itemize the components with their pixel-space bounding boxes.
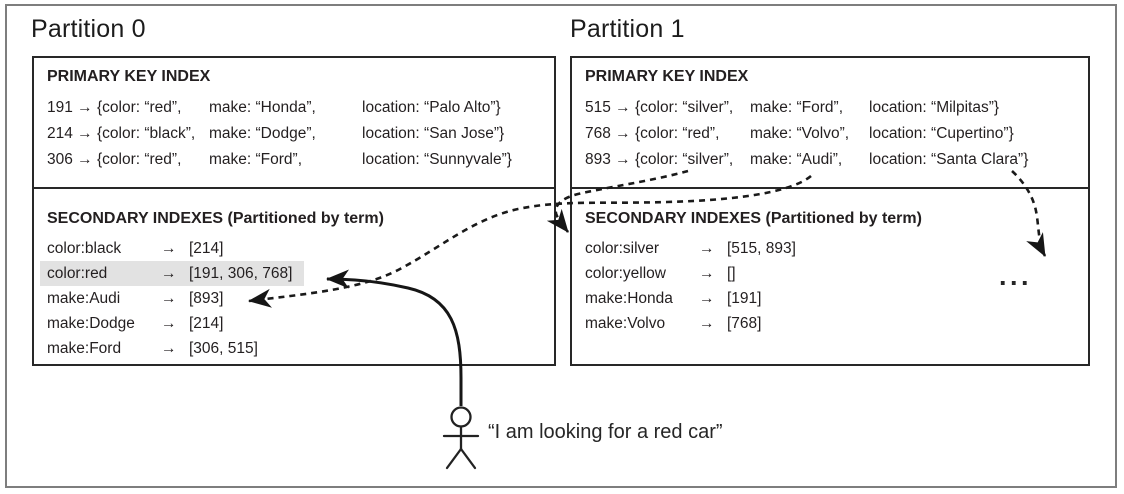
posting-list: [306, 515] bbox=[189, 340, 258, 357]
primary-key-index-header: PRIMARY KEY INDEX bbox=[47, 68, 211, 85]
secondary-indexes-header: SECONDARY INDEXES (Partitioned by term) bbox=[47, 210, 384, 227]
row-location: location: “Palo Alto”} bbox=[362, 99, 501, 116]
partition-0-primary-section: PRIMARY KEY INDEX 191 → {color: “red”, m… bbox=[34, 58, 554, 189]
row-key-color: 214 → {color: “black”, bbox=[47, 125, 196, 142]
primary-rows: 191 → {color: “red”, make: “Honda”, loca… bbox=[47, 95, 554, 173]
primary-row: 191 → {color: “red”, make: “Honda”, loca… bbox=[47, 95, 554, 121]
secondary-row-highlighted: color:red → [191, 306, 768] bbox=[40, 261, 305, 286]
row-make: make: “Dodge”, bbox=[209, 125, 316, 142]
secondary-row: make:Dodge → [214] bbox=[47, 311, 223, 336]
secondary-row: make:Audi → [893] bbox=[47, 286, 223, 311]
index-term: color:red bbox=[47, 265, 108, 282]
partition-1-box: PRIMARY KEY INDEX 515 → {color: “silver”… bbox=[570, 56, 1090, 366]
posting-list: [] bbox=[727, 265, 736, 282]
primary-row: 214 → {color: “black”, make: “Dodge”, lo… bbox=[47, 121, 554, 147]
index-term: color:silver bbox=[585, 240, 660, 257]
maps-to-arrow: → bbox=[161, 290, 177, 307]
index-term: color:yellow bbox=[585, 265, 666, 282]
posting-list: [191, 306, 768] bbox=[189, 265, 293, 282]
maps-to-arrow: → bbox=[161, 315, 177, 332]
secondary-row: color:silver → [515, 893] bbox=[585, 236, 796, 261]
partition-0-box: PRIMARY KEY INDEX 191 → {color: “red”, m… bbox=[32, 56, 556, 366]
index-term: make:Ford bbox=[47, 340, 122, 357]
row-location: location: “San Jose”} bbox=[362, 125, 505, 142]
partition-1-primary-section: PRIMARY KEY INDEX 515 → {color: “silver”… bbox=[572, 58, 1088, 189]
row-make: make: “Volvo”, bbox=[750, 125, 850, 142]
maps-to-arrow: → bbox=[161, 265, 177, 282]
index-term: make:Honda bbox=[585, 290, 673, 307]
maps-to-arrow: → bbox=[699, 240, 715, 257]
maps-to-arrow: → bbox=[699, 265, 715, 282]
posting-list: [214] bbox=[189, 315, 224, 332]
posting-list: [893] bbox=[189, 290, 224, 307]
row-location: location: “Santa Clara”} bbox=[869, 151, 1029, 168]
maps-to-arrow: → bbox=[699, 290, 715, 307]
row-location: location: “Milpitas”} bbox=[869, 99, 1000, 116]
secondary-row: color:yellow → [] bbox=[585, 261, 736, 286]
maps-to-arrow: → bbox=[161, 340, 177, 357]
row-key-color: 768 → {color: “red”, bbox=[585, 125, 720, 142]
secondary-row: make:Honda → [191] bbox=[585, 286, 761, 311]
partition-1-title: Partition 1 bbox=[570, 15, 685, 43]
posting-list: [768] bbox=[727, 315, 762, 332]
maps-to-arrow: → bbox=[161, 240, 177, 257]
primary-row: 768 → {color: “red”, make: “Volvo”, loca… bbox=[585, 121, 1088, 147]
primary-row: 306 → {color: “red”, make: “Ford”, locat… bbox=[47, 147, 554, 173]
row-location: location: “Sunnyvale”} bbox=[362, 151, 512, 168]
secondary-rows: color:black → [214] color:red → [191, 30… bbox=[40, 236, 554, 361]
row-location: location: “Cupertino”} bbox=[869, 125, 1014, 142]
secondary-row: make:Volvo → [768] bbox=[585, 311, 761, 336]
primary-row: 893 → {color: “silver”, make: “Audi”, lo… bbox=[585, 147, 1088, 173]
secondary-indexes-header: SECONDARY INDEXES (Partitioned by term) bbox=[585, 210, 922, 227]
row-make: make: “Honda”, bbox=[209, 99, 316, 116]
posting-list: [214] bbox=[189, 240, 224, 257]
posting-list: [191] bbox=[727, 290, 762, 307]
secondary-row: make:Ford → [306, 515] bbox=[47, 336, 258, 361]
row-key-color: 191 → {color: “red”, bbox=[47, 99, 182, 116]
row-make: make: “Ford”, bbox=[209, 151, 303, 168]
row-key-color: 306 → {color: “red”, bbox=[47, 151, 182, 168]
maps-to-arrow: → bbox=[699, 315, 715, 332]
secondary-row: color:black → [214] bbox=[47, 236, 223, 261]
primary-key-index-header: PRIMARY KEY INDEX bbox=[585, 68, 749, 85]
partition-0-title: Partition 0 bbox=[31, 15, 146, 43]
row-key-color: 893 → {color: “silver”, bbox=[585, 151, 734, 168]
index-term: make:Audi bbox=[47, 290, 121, 307]
query-caption: “I am looking for a red car” bbox=[488, 421, 723, 443]
row-make: make: “Ford”, bbox=[750, 99, 844, 116]
more-partitions-ellipsis: ... bbox=[999, 261, 1033, 291]
primary-rows: 515 → {color: “silver”, make: “Ford”, lo… bbox=[585, 95, 1088, 173]
index-term: color:black bbox=[47, 240, 122, 257]
posting-list: [515, 893] bbox=[727, 240, 796, 257]
index-term: make:Dodge bbox=[47, 315, 135, 332]
primary-row: 515 → {color: “silver”, make: “Ford”, lo… bbox=[585, 95, 1088, 121]
partition-0-secondary-section: SECONDARY INDEXES (Partitioned by term) … bbox=[34, 189, 554, 364]
row-make: make: “Audi”, bbox=[750, 151, 843, 168]
index-term: make:Volvo bbox=[585, 315, 666, 332]
row-key-color: 515 → {color: “silver”, bbox=[585, 99, 734, 116]
